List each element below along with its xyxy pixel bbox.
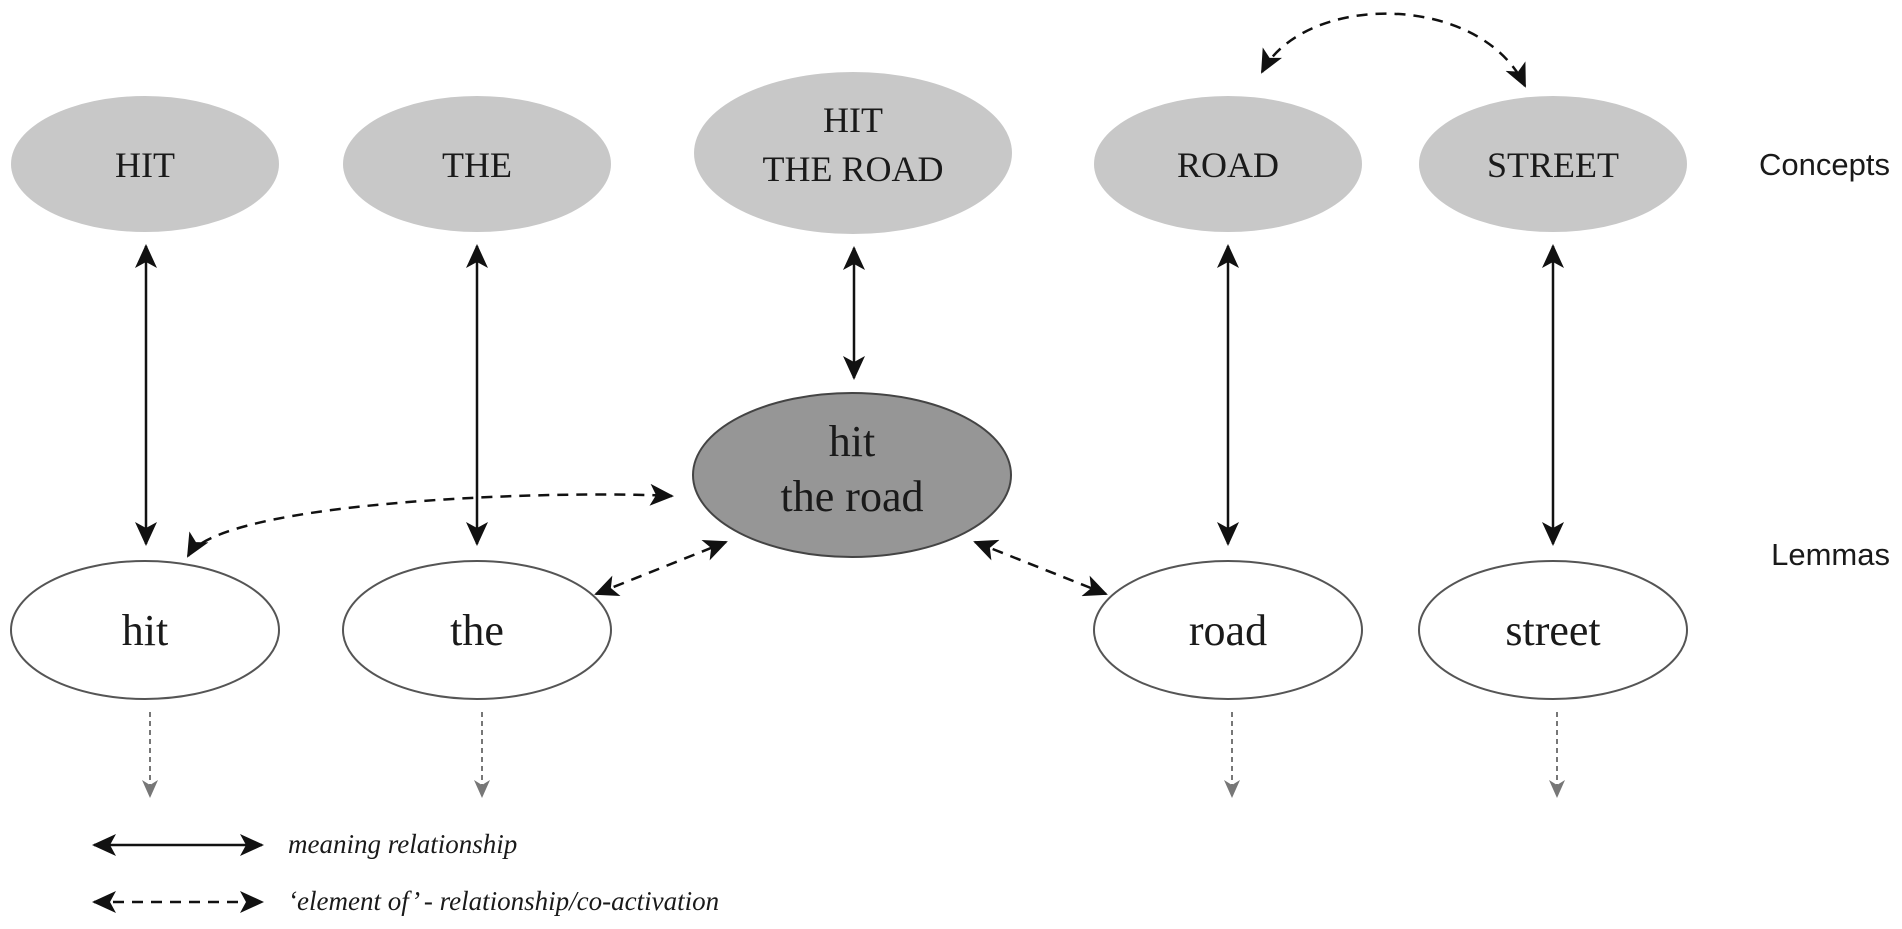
legend-element-of-label: ‘element of’ - relationship/co-activatio… — [288, 886, 719, 916]
concept-street-ellipse — [1419, 96, 1687, 232]
concept-street: STREET — [1419, 96, 1687, 232]
concept-road-label: ROAD — [1177, 145, 1279, 185]
concept-hit-ellipse — [11, 96, 279, 232]
lemma-the: the — [342, 560, 612, 700]
concept-layer: HIT THE HIT THE ROAD ROAD STREET — [11, 72, 1687, 234]
element-of-arrow-hit — [186, 483, 674, 558]
lemma-road: road — [1093, 560, 1363, 700]
coactivation-arrow-road-street — [1260, 12, 1527, 88]
lemma-hit: hit — [10, 560, 280, 700]
lemma-layer: hit the road street — [10, 560, 1688, 700]
lemma-hit-the-road-label-line-2: the road — [781, 472, 924, 521]
level-label-lemmas: Lemmas — [1771, 537, 1890, 572]
element-of-arrows — [186, 12, 1527, 597]
concept-hit-the-road: HIT THE ROAD — [694, 72, 1012, 234]
concept-hit: HIT — [11, 96, 279, 232]
lemma-street-ellipse — [1418, 560, 1688, 700]
lemma-hit-the-road-ellipse — [692, 392, 1012, 558]
lemma-street: street — [1418, 560, 1688, 700]
concept-hit-label: HIT — [115, 145, 175, 185]
lemma-road-ellipse — [1093, 560, 1363, 700]
lemma-hit-label: hit — [122, 606, 168, 655]
concept-the-label: THE — [442, 145, 512, 185]
concept-street-label: STREET — [1487, 145, 1619, 185]
concept-road-ellipse — [1094, 96, 1362, 232]
lemma-street-label: street — [1505, 606, 1600, 655]
lemma-the-ellipse — [342, 560, 612, 700]
lemma-hit-the-road: hit the road — [692, 392, 1012, 558]
lemma-the-label: the — [450, 606, 504, 655]
concept-the-ellipse — [343, 96, 611, 232]
concept-hit-the-road-ellipse — [694, 72, 1012, 234]
concept-road: ROAD — [1094, 96, 1362, 232]
element-of-arrow-road — [973, 539, 1108, 597]
legend-meaning-label: meaning relationship — [288, 829, 517, 859]
concept-the: THE — [343, 96, 611, 232]
lemma-hit-ellipse — [10, 560, 280, 700]
concept-hit-the-road-label-line-1: HIT — [823, 100, 883, 140]
output-arrows — [142, 712, 1565, 798]
concept-hit-the-road-label-line-2: THE ROAD — [763, 149, 944, 189]
legend: meaning relationship ‘element of’ - rela… — [92, 829, 719, 916]
level-label-concepts: Concepts — [1759, 147, 1890, 182]
lemma-road-label: road — [1189, 606, 1267, 655]
element-of-arrow-the — [594, 539, 728, 597]
lemma-hit-the-road-label-line-1: hit — [829, 417, 875, 466]
